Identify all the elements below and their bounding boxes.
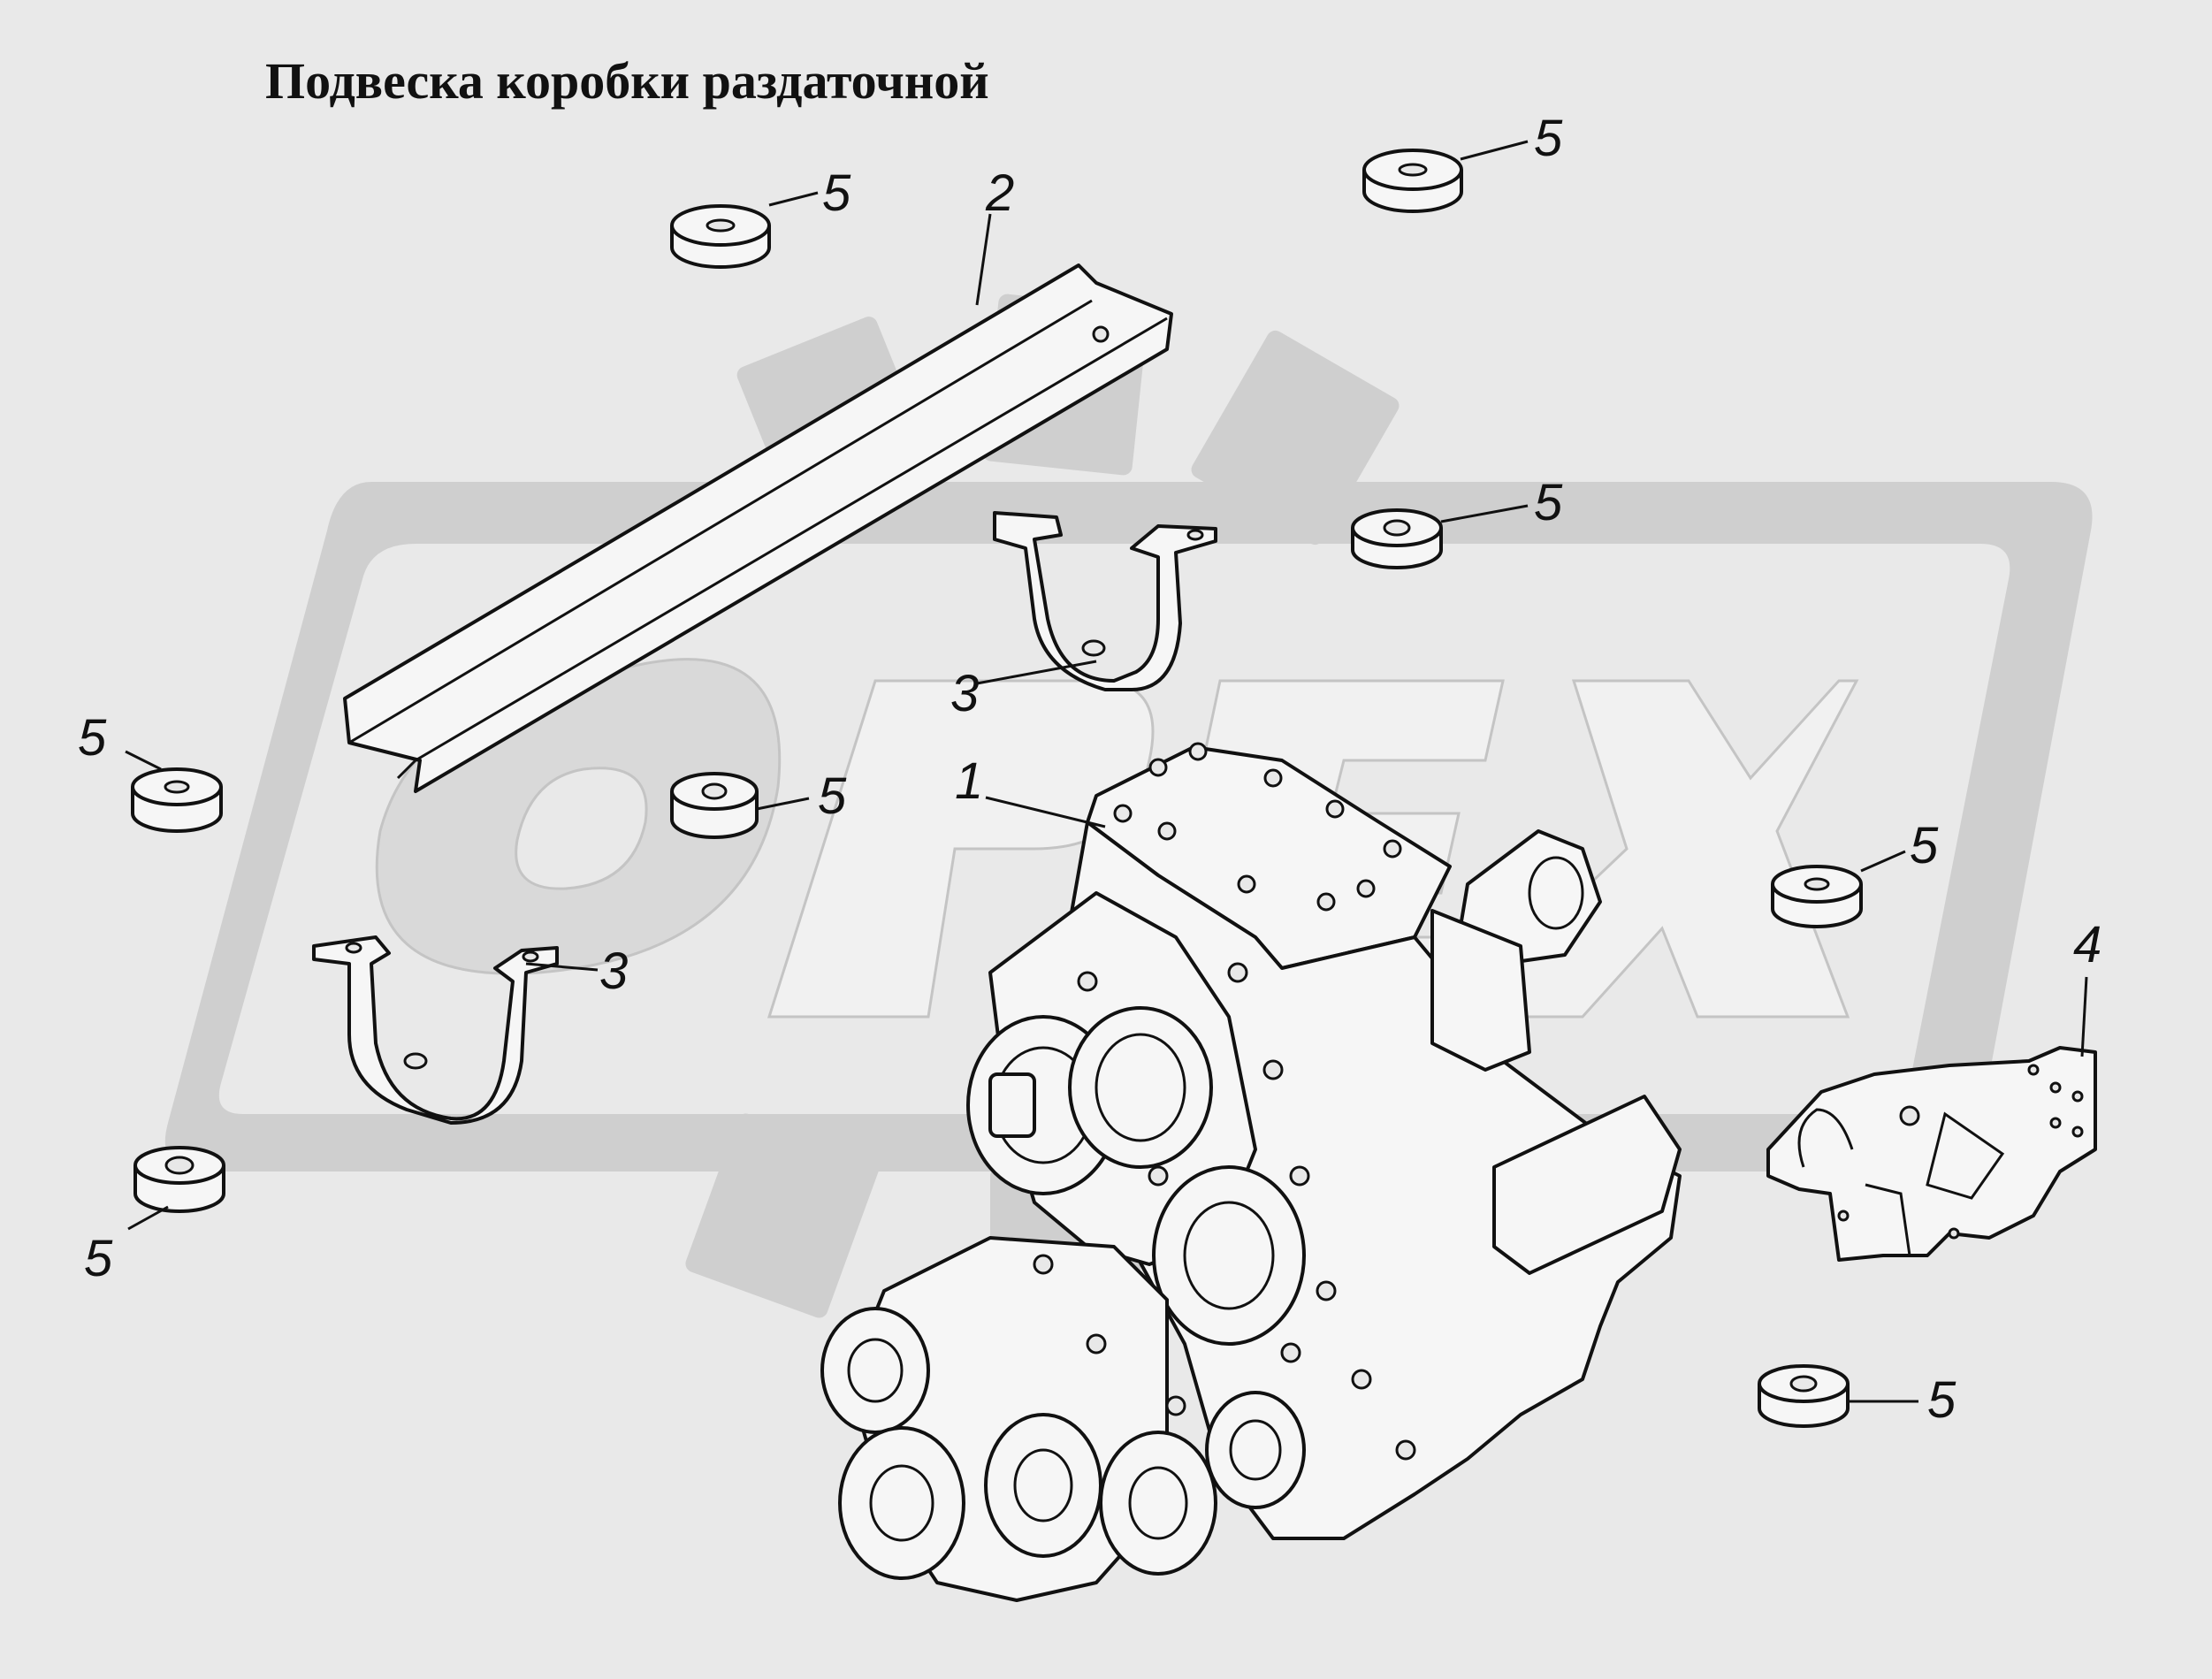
callout-label-1: 1	[955, 752, 984, 810]
cushion-part	[670, 772, 759, 839]
callout-label-3-lower: 3	[599, 943, 629, 1000]
cushion-part	[1351, 508, 1443, 569]
callout-label-5: 5	[1534, 474, 1563, 531]
callout-label-5: 5	[818, 767, 847, 825]
cushion-part	[133, 1146, 225, 1213]
callout-label-5: 5	[1534, 110, 1563, 167]
leader-lines	[125, 140, 2088, 1403]
callout-label-5: 5	[822, 164, 851, 222]
side-bracket-part	[1766, 1046, 2097, 1262]
callout-label-5: 5	[1927, 1371, 1956, 1429]
cushion-part	[131, 767, 223, 833]
u-bracket-lower-part	[312, 935, 559, 1125]
channel-bracket-part	[343, 263, 1173, 793]
callout-label-5: 5	[78, 709, 107, 767]
callout-label-3-upper: 3	[950, 665, 980, 722]
callout-label-4: 4	[2073, 916, 2102, 973]
cushions-group	[131, 149, 1863, 1428]
callout-label-5: 5	[1910, 817, 1939, 874]
callout-label-2: 2	[986, 164, 1015, 222]
cushion-part	[1758, 1364, 1850, 1428]
cushion-part	[670, 204, 771, 269]
callout-label-5: 5	[84, 1230, 113, 1287]
transfer-case-part	[820, 742, 1682, 1602]
cushion-part	[1362, 149, 1463, 213]
page-title: Подвеска коробки раздаточной	[265, 52, 989, 110]
cushion-part	[1771, 865, 1863, 928]
watermark-frame-icon	[164, 482, 2093, 1171]
